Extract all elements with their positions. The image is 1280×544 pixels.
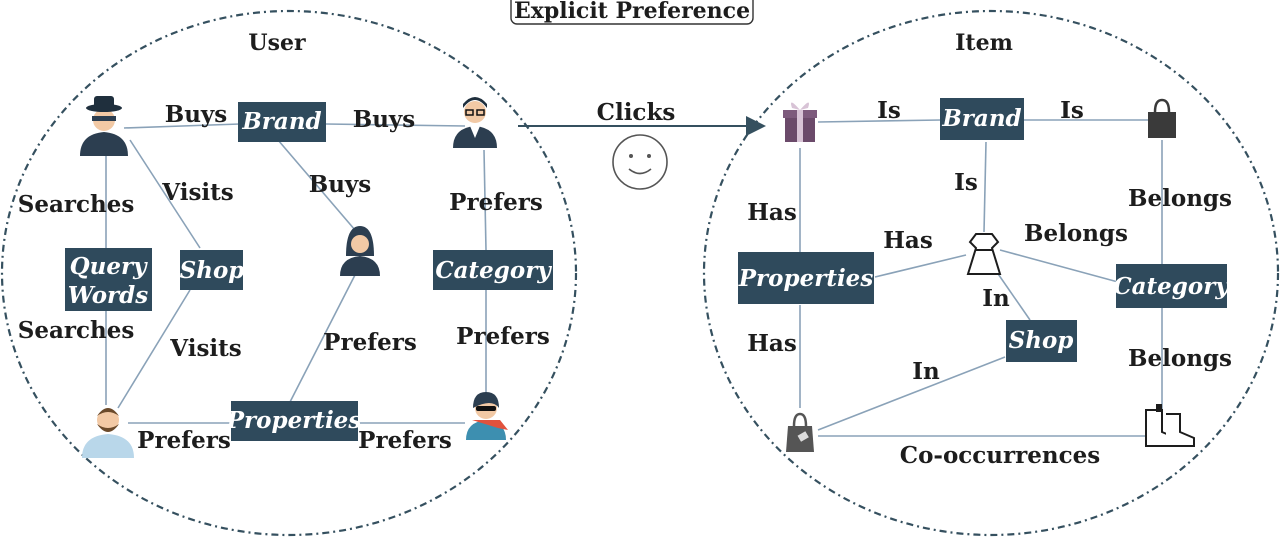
- item-edges: [799, 119, 1163, 437]
- edge-label-prefers-4: Prefers: [137, 427, 231, 454]
- edge-label-belongs-2: Belongs: [1024, 220, 1128, 247]
- price-tag-bag-icon: [786, 412, 814, 452]
- shopping-bag-icon: [1148, 98, 1176, 138]
- user-brand-label: Brand: [241, 108, 321, 135]
- user-brand-node: Brand: [238, 102, 326, 142]
- edge-label-is-1: Is: [877, 97, 901, 124]
- item-category-label: Category: [1113, 273, 1230, 300]
- edge-label-belongs-1: Belongs: [1128, 185, 1232, 212]
- edge-label-in-1: In: [982, 285, 1010, 312]
- edge-label-searches-1: Searches: [18, 191, 135, 218]
- item-circle: [702, 9, 1280, 537]
- item-shop-label: Shop: [1009, 327, 1074, 354]
- scarf-user-icon: [466, 392, 508, 440]
- item-properties-label: Properties: [738, 265, 874, 292]
- edge-label-visits-1: Visits: [161, 179, 233, 206]
- item-shop-node: Shop: [1006, 320, 1077, 362]
- bearded-user-icon: [82, 408, 134, 458]
- woman-user-icon: [340, 226, 380, 276]
- edge-label-has-1: Has: [747, 199, 797, 226]
- edge-label-is-2: Is: [1060, 97, 1084, 124]
- item-category-node: Category: [1113, 264, 1230, 308]
- banner-label: Explicit Preference: [514, 0, 750, 24]
- user-title: User: [248, 30, 306, 56]
- edge-label-in-2: In: [912, 358, 940, 385]
- boots-icon: [1145, 404, 1195, 447]
- user-category-label: Category: [435, 257, 552, 284]
- query-words-label-2: Words: [68, 282, 148, 309]
- user-shop-node: Shop: [180, 250, 245, 290]
- query-words-label-1: Query: [70, 253, 149, 280]
- edge-label-buys-2: Buys: [353, 106, 415, 133]
- edge-label-co-occurrences: Co-occurrences: [900, 442, 1100, 469]
- edge-label-has-2: Has: [883, 227, 933, 254]
- user-properties-node: Properties: [226, 401, 362, 441]
- edge-label-prefers-3: Prefers: [323, 329, 417, 356]
- edge-label-visits-2: Visits: [169, 335, 241, 362]
- item-brand-node: Brand: [940, 98, 1024, 140]
- edge-label-prefers-1: Prefers: [449, 189, 543, 216]
- glasses-user-icon: [453, 97, 497, 148]
- edge-label-prefers-5: Prefers: [358, 427, 452, 454]
- user-circle: [0, 9, 578, 537]
- user-query-words-node: Query Words: [65, 248, 152, 311]
- item-brand-label: Brand: [941, 105, 1021, 132]
- item-title: Item: [955, 30, 1013, 56]
- explicit-preference-banner: Explicit Preference: [510, 0, 754, 25]
- edge-label-has-3: Has: [747, 330, 797, 357]
- item-properties-node: Properties: [738, 252, 874, 304]
- edge-label-is-3: Is: [954, 169, 978, 196]
- edge-label-buys-1: Buys: [165, 101, 227, 128]
- smiley-face-icon: [612, 134, 668, 190]
- gift-icon: [783, 102, 817, 142]
- dress-icon: [966, 233, 1002, 275]
- edge-label-searches-2: Searches: [18, 317, 135, 344]
- user-properties-label: Properties: [226, 407, 362, 434]
- user-edges: [105, 123, 487, 424]
- edge-label-buys-3: Buys: [309, 171, 371, 198]
- user-shop-label: Shop: [180, 257, 245, 284]
- edge-label-belongs-3: Belongs: [1128, 345, 1232, 372]
- user-category-node: Category: [433, 250, 553, 290]
- spy-user-icon: [80, 96, 128, 156]
- edge-label-prefers-2: Prefers: [456, 323, 550, 350]
- clicks-label: Clicks: [597, 99, 676, 126]
